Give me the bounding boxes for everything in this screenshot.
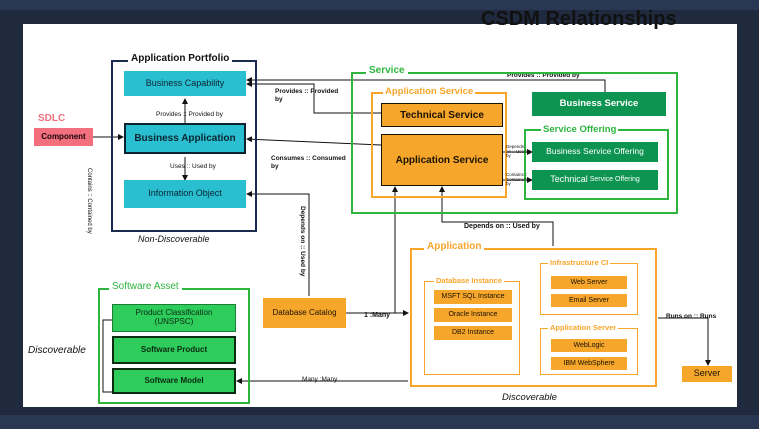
runs-on-label: Runs on :: Runs (666, 313, 717, 320)
application-frame (410, 248, 657, 387)
depends-small-label: Depends on :: Used by (506, 144, 527, 158)
infrastructure-ci-title: Infrastructure CI (548, 258, 611, 267)
db2-instance-box[interactable]: DB2 Instance (434, 326, 512, 340)
technical-service-offering-part-a: Technical (550, 174, 588, 185)
web-server-box[interactable]: Web Server (551, 276, 627, 289)
sdlc-title: SDLC (38, 113, 66, 124)
software-asset-title: Software Asset (109, 281, 182, 292)
one-many-label: 1 :Many (364, 312, 391, 319)
email-server-box[interactable]: Email Server (551, 294, 627, 307)
many-many-label: Many :Many (302, 376, 338, 383)
depends-vertical-label: Depends on :: Used by (299, 206, 306, 277)
technical-service-box[interactable]: Technical Service (381, 103, 503, 127)
websphere-box[interactable]: IBM WebSphere (551, 357, 627, 370)
database-instance-title: Database Instance (434, 276, 504, 285)
business-service-offering-box[interactable]: Business Service Offering (532, 142, 658, 162)
business-capability-box[interactable]: Business Capability (124, 71, 246, 96)
information-object-box[interactable]: Information Object (124, 180, 246, 208)
software-model-box[interactable]: Software Model (112, 368, 236, 394)
oracle-instance-box[interactable]: Oracle Instance (434, 308, 512, 322)
page-title: CSDM Relationships (481, 8, 677, 30)
weblogic-box[interactable]: WebLogic (551, 339, 627, 352)
service-offering-title: Service Offering (541, 124, 619, 135)
depends-application-label: Depends on :: Used by (464, 223, 540, 230)
application-server-title: Application Server (548, 323, 619, 332)
msft-sql-instance-box[interactable]: MSFT SQL Instance (434, 290, 512, 304)
provides-provided-top-label: Provides :: Provided by (507, 72, 580, 79)
application-portfolio-title: Application Portfolio (128, 53, 233, 64)
contains-contained-label: Contains :: Contained by (86, 168, 92, 234)
product-classification-line-2: (UNSPSC) (154, 317, 194, 326)
business-service-box[interactable]: Business Service (532, 92, 666, 116)
provides-provided-left-label-1: Provides :: Provided (275, 88, 339, 95)
infrastructure-ci-frame (540, 263, 638, 315)
background-stripe-bottom (0, 415, 759, 429)
technical-service-offering-part-b: Service Offering (589, 176, 640, 184)
contains-small-label: Contains :: Contained by (506, 172, 528, 186)
product-classification-line-1: Product Classification (135, 308, 213, 318)
application-title: Application (424, 241, 485, 252)
service-title: Service (366, 65, 408, 76)
provides-provided-left-label-2: by (275, 96, 283, 103)
server-box[interactable]: Server (682, 366, 732, 382)
background-stripe-top (0, 0, 759, 10)
consumes-label-1: Consumes :: Consumed (271, 155, 346, 162)
software-product-box[interactable]: Software Product (112, 336, 236, 364)
product-classification-box[interactable]: Product Classification (UNSPSC) (112, 304, 236, 332)
application-service-frame-title: Application Service (383, 86, 476, 97)
discoverable-footer-label: Discoverable (502, 392, 557, 403)
technical-service-offering-box[interactable]: Technical Service Offering (532, 170, 658, 190)
non-discoverable-label: Non-Discoverable (138, 234, 210, 244)
business-application-box[interactable]: Business Application (124, 123, 246, 154)
discoverable-side-label: Discoverable (28, 345, 86, 356)
provides-provided-portfolio-label: Provides :: Provided by (156, 111, 223, 118)
service-frame (351, 72, 678, 214)
consumes-label-2: by (271, 163, 279, 170)
database-catalog-box[interactable]: Database Catalog (263, 298, 346, 328)
application-service-box[interactable]: Application Service (381, 134, 503, 186)
uses-used-by-label: Uses :: Used by (170, 163, 216, 170)
component-box[interactable]: Component (34, 128, 93, 146)
